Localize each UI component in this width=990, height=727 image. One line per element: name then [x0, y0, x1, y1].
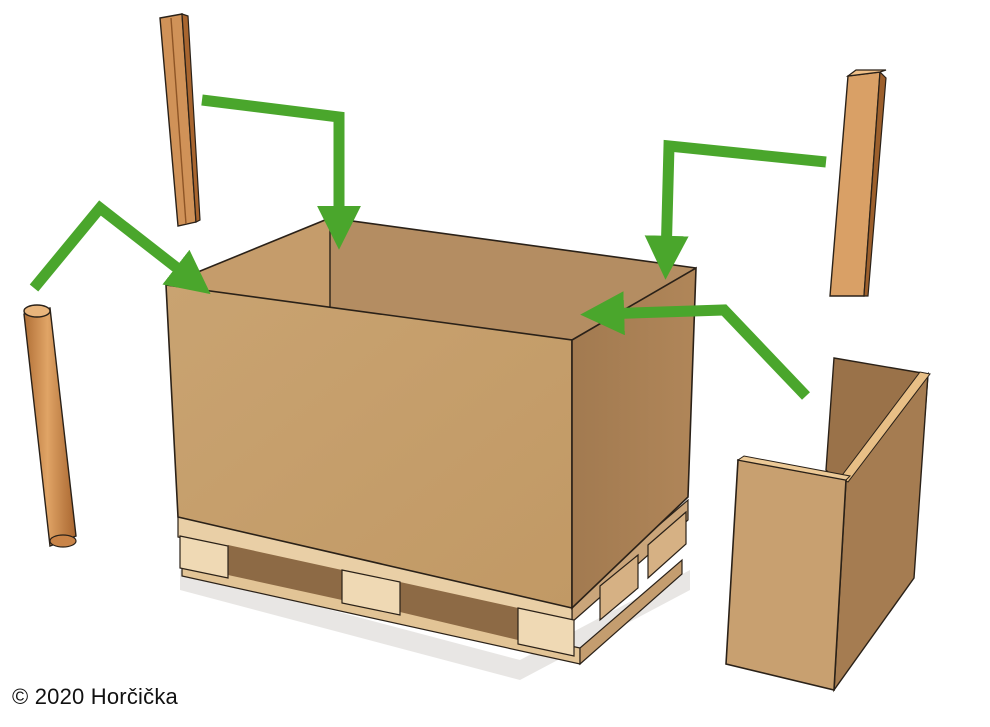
arrow-corner-panel	[580, 291, 810, 400]
corner-insert-panel	[725, 357, 931, 693]
arrow-angle-post	[201, 94, 361, 250]
pallet-block	[179, 535, 229, 579]
copyright-text: © 2020 Horčička	[12, 684, 178, 709]
round-tube-post	[23, 304, 77, 548]
square-post	[829, 69, 887, 297]
pallet-block	[647, 510, 687, 580]
arrow-tube-post	[29, 200, 211, 295]
arrow-square-post	[644, 139, 827, 280]
pallet-block	[517, 607, 575, 657]
pallet	[177, 498, 690, 680]
angle-edge-post	[159, 13, 201, 227]
pallet-block	[599, 553, 639, 622]
pallet-block	[341, 569, 401, 616]
